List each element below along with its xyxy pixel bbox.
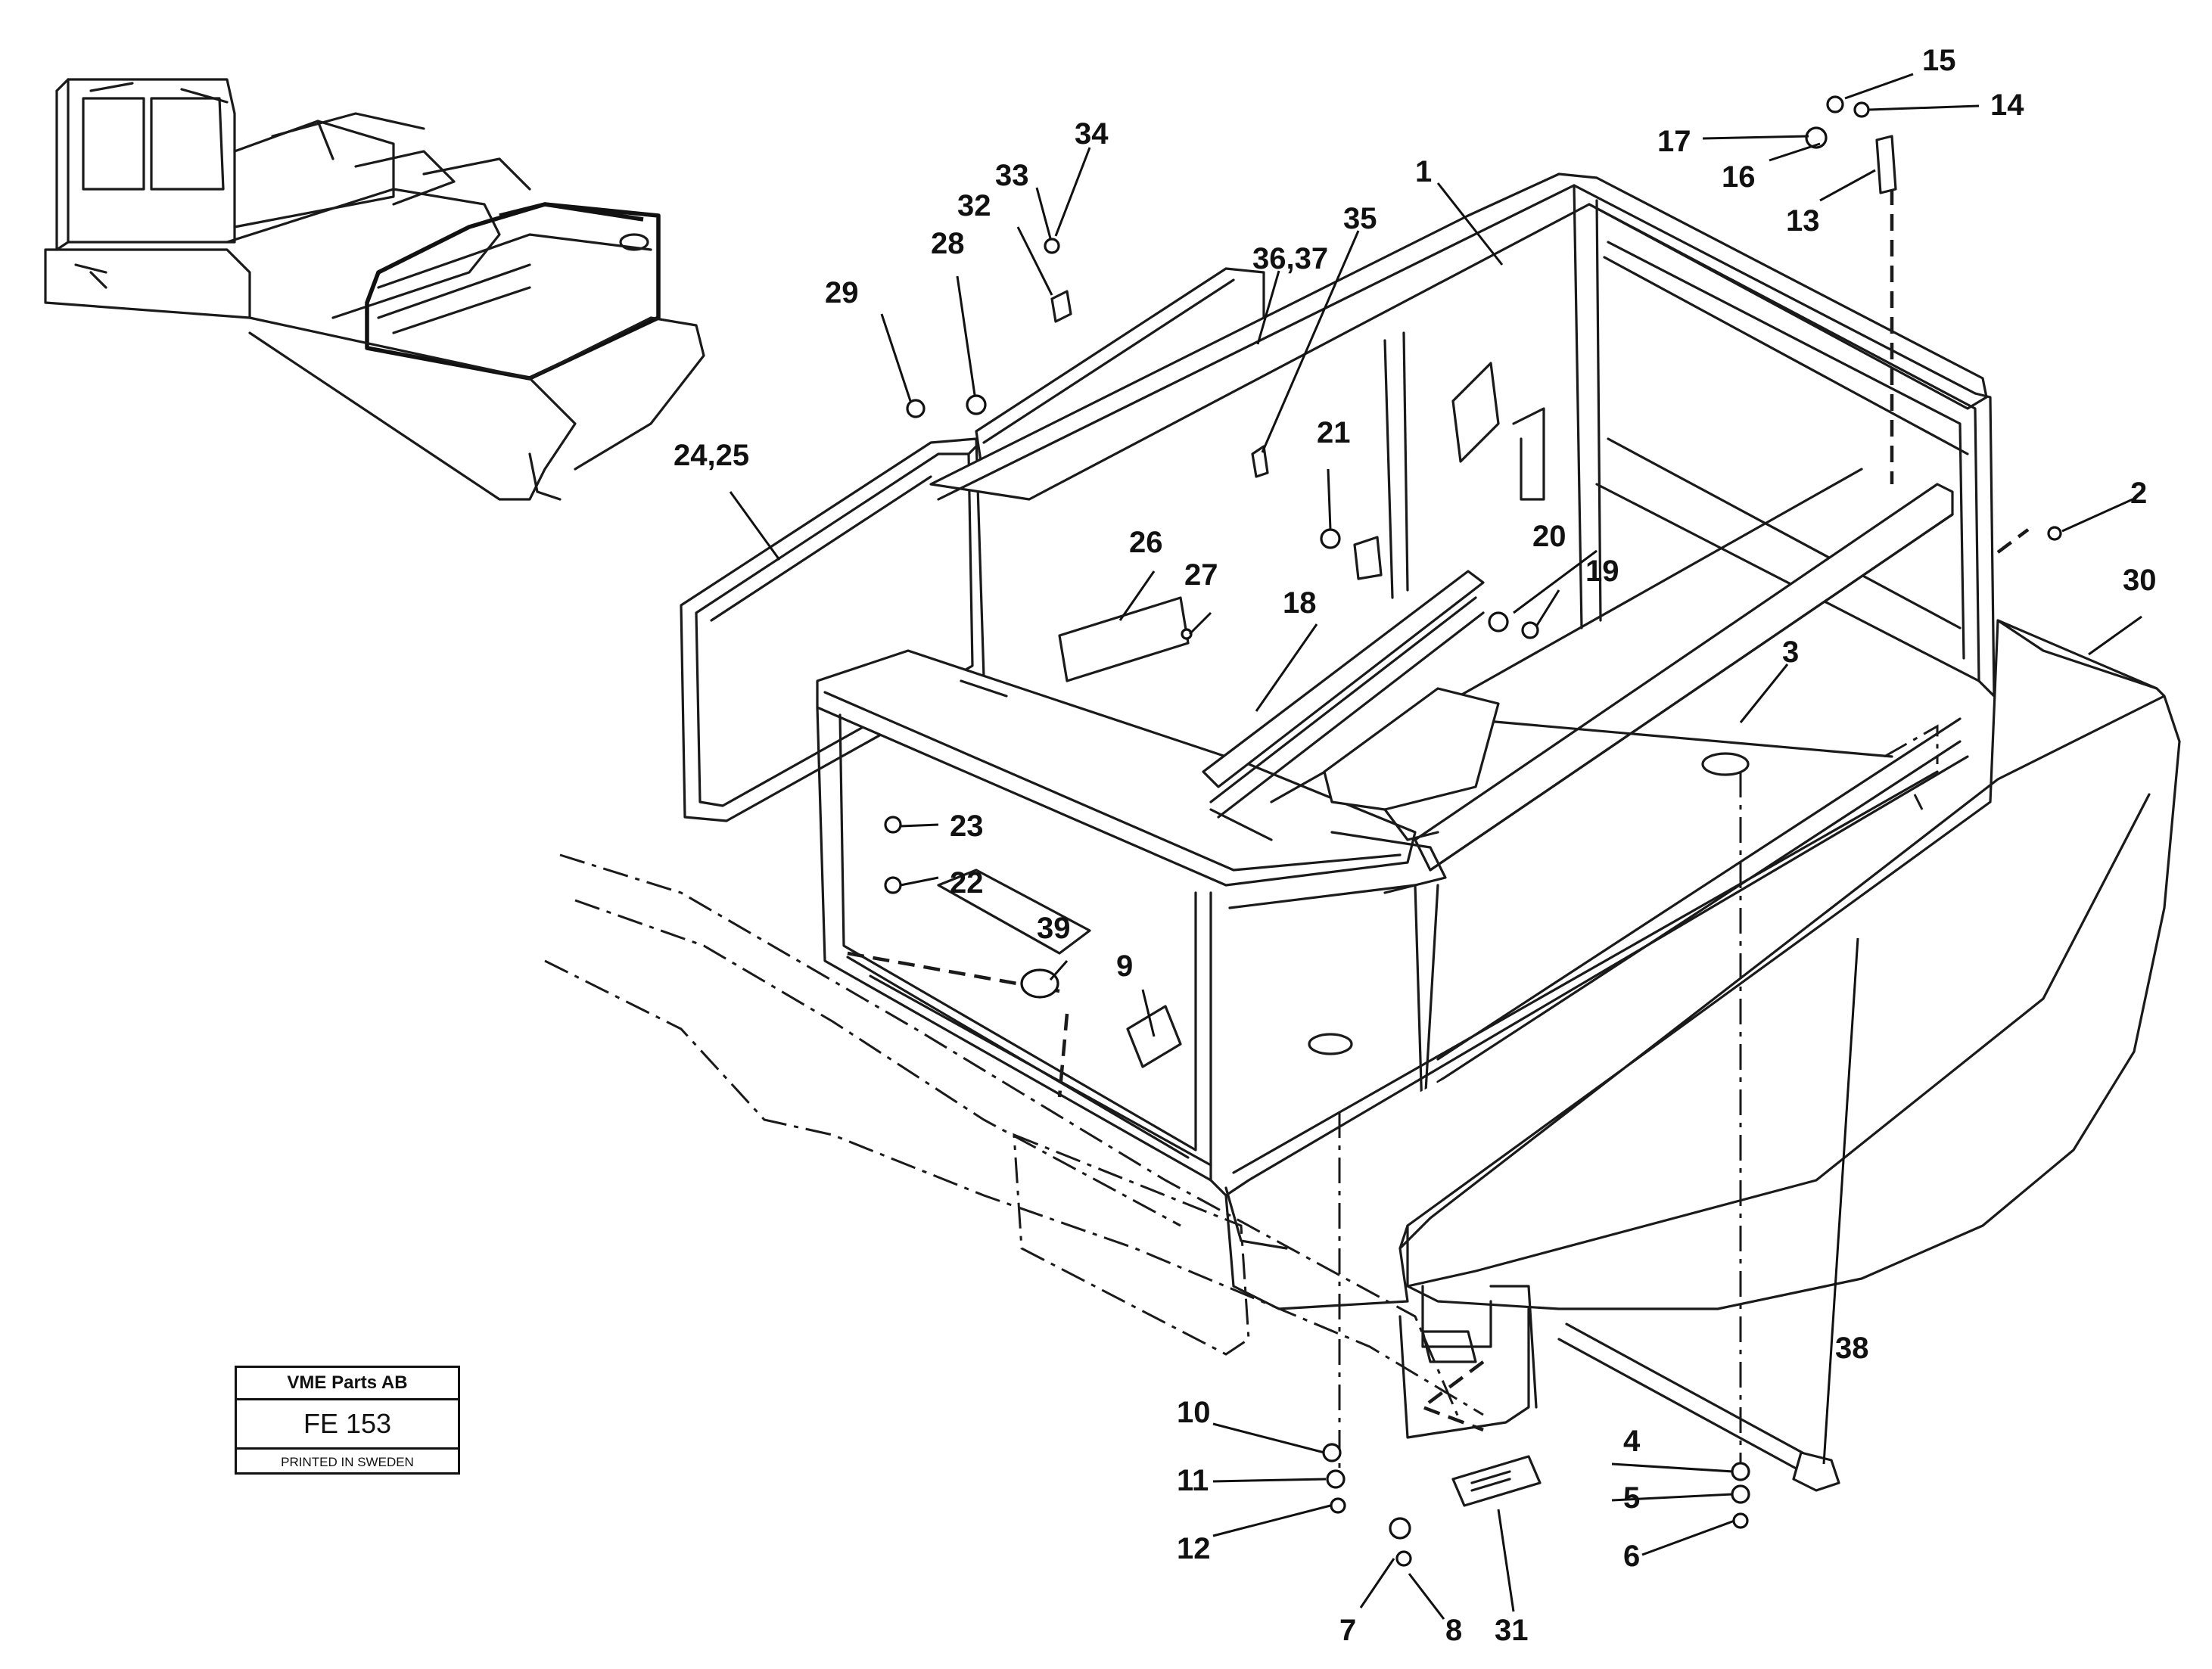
callout-4: 4 (1623, 1425, 1641, 1458)
callout-39: 39 (1037, 912, 1071, 945)
callout-11: 11 (1177, 1464, 1209, 1497)
callout-33: 33 (995, 159, 1029, 192)
callout-28: 28 (931, 227, 965, 260)
callout-21: 21 (1317, 416, 1351, 449)
main-frame (816, 172, 1996, 1197)
callout-10: 10 (1177, 1396, 1211, 1429)
callout-6: 6 (1623, 1540, 1640, 1573)
callout-31: 31 (1495, 1614, 1529, 1647)
small-parts (884, 95, 2062, 1567)
callout-27: 27 (1184, 558, 1218, 592)
callout-24-25: 24,25 (674, 439, 749, 472)
callout-17: 17 (1657, 125, 1691, 158)
callout-29: 29 (825, 276, 859, 309)
callout-34: 34 (1075, 117, 1109, 151)
callout-20: 20 (1532, 520, 1566, 553)
callout-18: 18 (1283, 586, 1317, 620)
stamp-company: VME Parts AB (237, 1368, 458, 1400)
callout-23: 23 (950, 810, 984, 843)
callout-3: 3 (1782, 636, 1799, 669)
callout-14: 14 (1990, 89, 2024, 122)
callout-32: 32 (957, 189, 991, 222)
machine-body-outline (544, 163, 2030, 1483)
callout-19: 19 (1585, 555, 1619, 588)
callout-16: 16 (1722, 160, 1756, 194)
callout-36-37: 36,37 (1252, 242, 1328, 275)
callout-1: 1 (1415, 155, 1432, 188)
callout-15: 15 (1922, 44, 1956, 77)
leader-lines (729, 73, 2142, 1620)
callout-labels: 1 2 3 4 5 6 7 8 9 10 11 12 13 14 15 16 1… (674, 44, 2157, 1647)
callout-35: 35 (1343, 202, 1377, 235)
title-stamp: VME Parts AB FE 153 PRINTED IN SWEDEN (235, 1366, 460, 1475)
callout-8: 8 (1445, 1614, 1462, 1647)
counterweight (1224, 619, 2181, 1439)
stamp-drawing-number: FE 153 (237, 1400, 458, 1450)
callout-2: 2 (2130, 477, 2147, 510)
machine-overview-thumbnail (44, 78, 705, 501)
stamp-printed-in: PRINTED IN SWEDEN (281, 1455, 414, 1469)
callout-9: 9 (1116, 949, 1133, 983)
callout-12: 12 (1177, 1532, 1211, 1565)
callout-26: 26 (1129, 526, 1163, 559)
callout-30: 30 (2123, 564, 2157, 597)
callout-13: 13 (1786, 204, 1820, 238)
callout-38: 38 (1835, 1332, 1869, 1365)
callout-5: 5 (1623, 1481, 1640, 1515)
callout-22: 22 (950, 866, 984, 900)
callout-7: 7 (1339, 1614, 1356, 1647)
